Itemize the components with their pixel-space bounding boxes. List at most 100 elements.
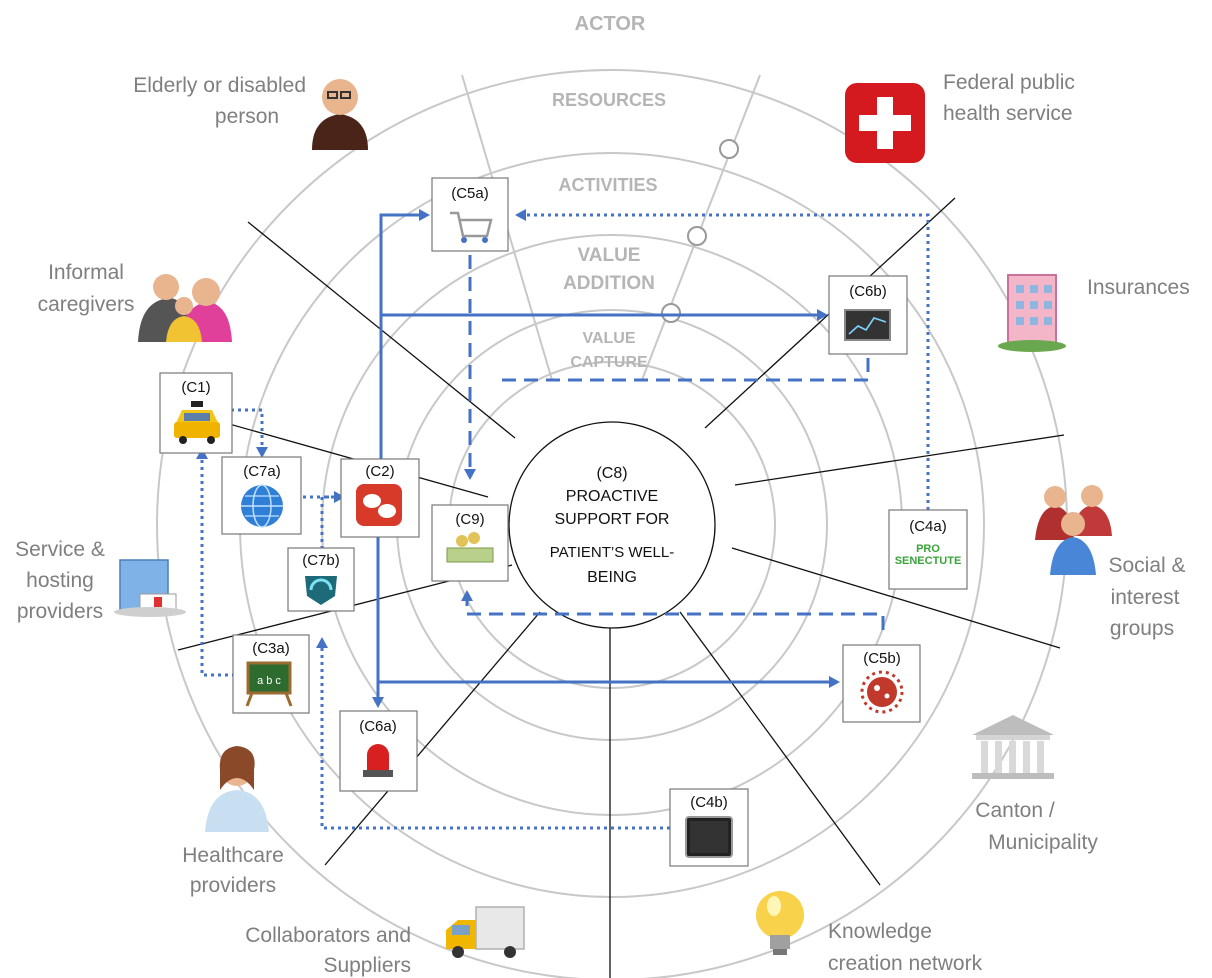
center-line: SUPPORT FOR [555, 511, 670, 528]
node-c4a[interactable]: (C4a) PRO SENECTUTE [888, 509, 968, 590]
delivery-truck-icon [446, 906, 525, 958]
actor-healthcare-providers: Healthcare providers [182, 746, 284, 897]
svg-text:interest: interest [1111, 586, 1180, 609]
government-building-icon [972, 715, 1054, 779]
svg-text:person: person [215, 105, 279, 128]
dashed-connector [496, 358, 870, 382]
elderly-person-icon [312, 79, 368, 150]
node-c5b[interactable]: (C5b) [842, 644, 921, 723]
actor-elderly: Elderly or disabled person [133, 74, 368, 150]
center-line: PROACTIVE [566, 488, 658, 505]
svg-text:hosting: hosting [26, 569, 94, 592]
tablet-screen-icon [685, 816, 733, 858]
svg-text:groups: groups [1110, 617, 1174, 640]
family-icon [138, 274, 232, 342]
node-label: (C6a) [359, 718, 397, 735]
node-c7b[interactable]: (C7b) [287, 547, 355, 612]
ring-label-resources: RESOURCES [552, 90, 666, 110]
node-box [888, 509, 968, 590]
svg-text:providers: providers [17, 600, 103, 623]
node-c6a[interactable]: (C6a) [339, 710, 418, 792]
solid-connector [379, 213, 420, 468]
node-label: (C5b) [863, 650, 901, 667]
node-label: (C9) [455, 511, 484, 528]
arrow-head [464, 469, 476, 480]
arrow-head [419, 209, 430, 221]
chalkboard-icon: a b c [245, 661, 293, 707]
actor-informal-caregivers: Informal caregivers [38, 261, 232, 342]
actor-collaborators: Collaborators and Suppliers [245, 906, 525, 977]
svg-text:Informal: Informal [48, 261, 124, 284]
shopping-cart-icon [450, 211, 493, 243]
node-label: (C3a) [252, 640, 290, 657]
node-c9[interactable]: (C9) [431, 504, 509, 582]
ring-marker [661, 303, 681, 323]
svg-text:Suppliers: Suppliers [323, 954, 411, 977]
node-label: (C7a) [243, 463, 281, 480]
dotted-connector [320, 495, 343, 548]
spoke [324, 611, 541, 866]
actor-service-providers: Service & hosting providers [15, 538, 186, 623]
dotted-connector [200, 458, 235, 677]
lightbulb-icon [756, 891, 804, 955]
center-line: (C8) [596, 465, 627, 482]
svg-text:Collaborators and: Collaborators and [245, 924, 411, 947]
alarm-siren-icon [363, 744, 393, 777]
actor-social-groups: Social & interest groups [1035, 485, 1186, 640]
ring-label-value-addition-2: ADDITION [563, 273, 655, 294]
center-line: PATIENT’S WELL- [550, 544, 674, 561]
ring-marker [719, 139, 739, 159]
chart-monitor-icon [844, 309, 891, 341]
globe-icon [241, 484, 283, 528]
spoke [731, 547, 1061, 649]
spoke [734, 434, 1065, 486]
node-label: (C1) [181, 379, 210, 396]
node-c2[interactable]: (C2) [340, 458, 420, 538]
node-c3a[interactable]: (C3a) a b c [232, 634, 310, 714]
ring-labels: ACTOR RESOURCES ACTIVITIES VALUE ADDITIO… [552, 13, 666, 371]
arrow-head [461, 590, 473, 601]
svg-text:Insurances: Insurances [1087, 276, 1190, 299]
svg-text:a b c: a b c [257, 675, 281, 687]
actor-federal: Federal public health service [845, 71, 1075, 163]
node-c1[interactable]: (C1) [159, 372, 233, 454]
swiss-cross-icon [845, 83, 925, 163]
actor-insurances: Insurances [998, 274, 1190, 352]
chat-bubbles-icon [356, 484, 402, 526]
center-line: BEING [587, 569, 637, 586]
node-c7a[interactable]: (C7a) [221, 456, 302, 535]
actor-knowledge-network: Knowledge creation network [756, 891, 983, 975]
svg-text:PRO: PRO [916, 543, 940, 555]
spoke [679, 611, 881, 886]
svg-text:SENECTUTE: SENECTUTE [895, 555, 962, 567]
doctor-icon [205, 746, 269, 832]
taxi-icon [174, 401, 220, 444]
node-label: (C6b) [849, 283, 887, 300]
arrow-head [829, 676, 840, 688]
svg-text:creation network: creation network [828, 952, 983, 975]
node-c4b[interactable]: (C4b) [669, 788, 749, 867]
node-c5a[interactable]: (C5a) [431, 177, 509, 252]
dashed-connector [465, 600, 885, 630]
svg-text:health service: health service [943, 102, 1073, 125]
actor-canton: Canton / Municipality [972, 715, 1098, 854]
node-label: (C4a) [909, 518, 947, 535]
ring-label-activities: ACTIVITIES [558, 175, 657, 195]
ring-label-value-addition-1: VALUE [578, 245, 641, 266]
node-c6b[interactable]: (C6b) [828, 275, 908, 355]
svg-text:Healthcare: Healthcare [182, 844, 284, 867]
arrow-head [817, 309, 828, 321]
dotted-connector [231, 408, 264, 448]
node-label: (C4b) [690, 794, 728, 811]
headset-icon [305, 576, 337, 605]
ring-label-actor: ACTOR [575, 13, 646, 35]
svg-text:Elderly or disabled: Elderly or disabled [133, 74, 306, 97]
node-box [431, 504, 509, 582]
node-label: (C7b) [302, 552, 340, 569]
hospital-icon [114, 559, 186, 617]
dotted-connector [525, 213, 930, 510]
arrow-head [515, 209, 526, 221]
ring-label-value-capture-1: VALUE [582, 330, 635, 347]
